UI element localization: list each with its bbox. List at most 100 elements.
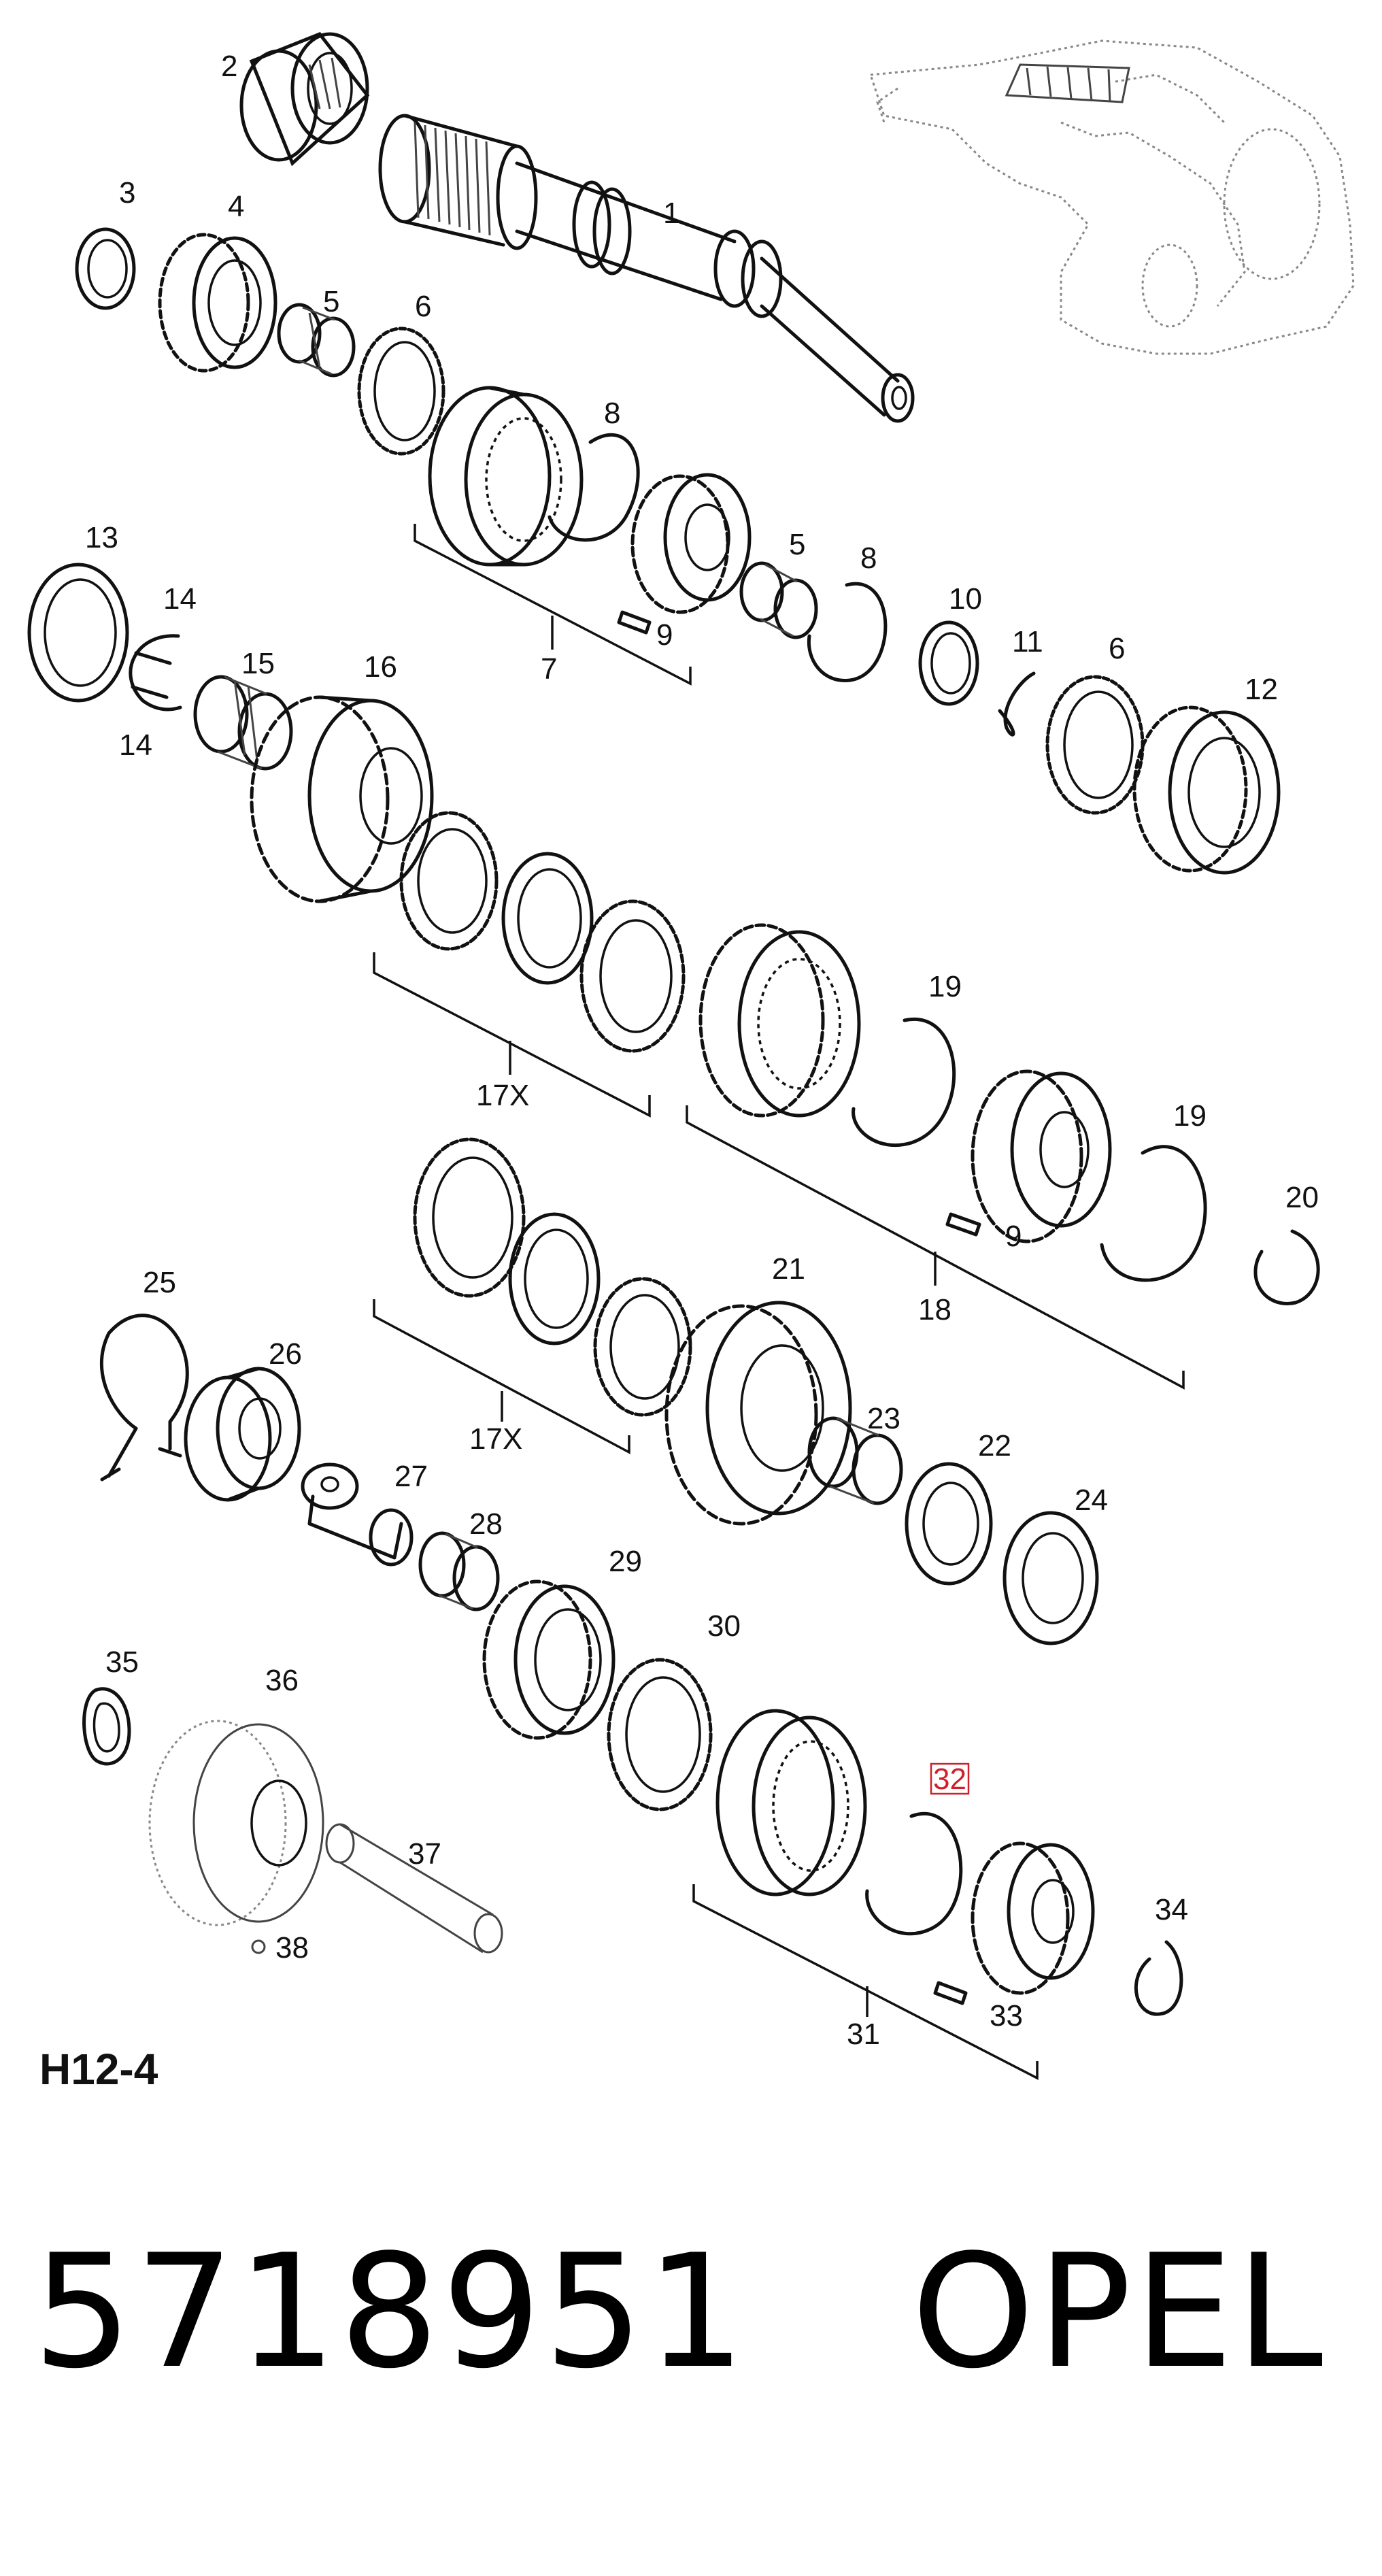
callout-1: 1 [663,197,679,230]
callout-20: 20 [1285,1181,1319,1214]
callout-37: 37 [408,1837,441,1871]
callout-14b: 14 [119,729,152,762]
callout-32: 32 [933,1762,966,1796]
needle-bearing-15 [193,675,293,771]
callout-15: 15 [241,647,275,680]
synchro-hub-7 [630,473,752,614]
synchro-ring-6b [1045,675,1145,815]
callout-13: 13 [85,521,118,554]
synchro-cone-17x-b [508,1212,601,1345]
synchro-ring-6a [357,327,445,456]
group-bracket-17x-a [373,952,651,1118]
synchro-ring-17x-a [399,811,499,951]
roller-bearing [239,31,370,167]
gear-4 [158,233,277,373]
group-bracket-17x-b [373,1299,630,1454]
callout-26: 26 [269,1337,302,1371]
callout-4: 4 [228,190,244,223]
gear-29 [482,1579,616,1740]
reverse-idler-gear-36 [148,1720,324,1926]
callout-25: 25 [143,1266,176,1299]
callout-19b: 19 [1173,1099,1207,1133]
circlip-8a [547,433,640,542]
gear-16 [250,695,434,903]
retaining-clip-25 [100,1314,189,1482]
callout-30: 30 [707,1609,741,1643]
circlip-32 [865,1811,963,1936]
part-number: 5718951 [33,2222,749,2403]
washer-35 [82,1687,131,1766]
synchro-sleeve-18 [698,923,861,1118]
detent-key-9b [945,1212,981,1237]
callout-34: 34 [1155,1893,1188,1926]
callout-27: 27 [394,1460,428,1493]
brand-name: OPEL [911,2222,1326,2403]
callout-33: 33 [990,1999,1023,2033]
callout-24: 24 [1075,1484,1108,1517]
synchro-sleeve-31 [715,1709,867,1896]
callout-9: 9 [656,618,673,652]
circlip-19b [1100,1145,1207,1282]
callout-5b: 5 [789,528,805,561]
needle-bearing-5b [739,561,818,639]
synchro-sleeve-7 [428,386,584,567]
callout-23: 23 [867,1402,900,1435]
callout-6b: 6 [1109,632,1125,665]
callout-12: 12 [1245,673,1278,706]
idler-shaft-37 [325,1823,503,1954]
synchro-ring-17x-d [593,1277,692,1417]
synchro-hub-31 [971,1841,1095,1995]
callout-11: 11 [1012,625,1043,658]
thrust-washer-24 [1002,1511,1099,1645]
circlip-11 [998,671,1036,737]
thrust-washer [75,227,136,310]
callout-31: 31 [847,2018,880,2051]
callout-28: 28 [469,1507,503,1541]
ball-bearing-26 [184,1367,301,1502]
callout-21: 21 [772,1252,805,1286]
circlip-34 [1134,1940,1183,2016]
callout-35: 35 [105,1645,139,1679]
callout-36: 36 [265,1664,299,1697]
callout-8: 8 [604,397,620,430]
synchro-ring-17x-c [413,1137,526,1298]
callout-7: 7 [541,652,557,686]
needle-bearing-5a [277,303,356,378]
gear-12 [1132,705,1281,875]
callout-10: 10 [949,582,982,616]
bush-27 [301,1462,414,1567]
group-bracket-31 [692,1884,1039,2080]
callout-8b: 8 [860,541,877,575]
gearbox-housing-thumbnail [869,39,1355,355]
thrust-washer-22 [905,1462,993,1586]
detent-key-33 [933,1981,968,2005]
callout-22: 22 [978,1429,1011,1462]
callout-16: 16 [364,650,397,684]
callout-5: 5 [323,285,339,318]
circlip-20 [1253,1229,1320,1305]
thrust-washer-10 [918,620,979,706]
synchro-cone-17x-a [501,852,594,985]
callout-29: 29 [609,1545,642,1578]
circlip-14 [129,634,182,712]
needle-bearing-28 [418,1531,500,1611]
circlip-8b [807,582,888,682]
callout-3: 3 [119,176,135,210]
circlip-19a [852,1017,956,1148]
callout-32-highlight-box [930,1762,970,1795]
needle-bearing-23 [807,1416,903,1505]
callout-2: 2 [221,50,237,83]
callout-38: 38 [275,1931,309,1964]
callout-18: 18 [918,1293,951,1326]
group-bracket-7 [414,524,692,686]
gear-21 [664,1301,852,1526]
synchro-ring-17x-b [579,899,686,1053]
callout-9b: 9 [1005,1220,1022,1253]
callout-17x-b: 17X [469,1422,522,1456]
synchro-ring-30 [607,1658,713,1811]
model-code: H12-4 [39,2045,158,2094]
callout-6: 6 [415,290,431,323]
main-shaft [378,114,915,423]
detent-key-9a [617,610,652,635]
